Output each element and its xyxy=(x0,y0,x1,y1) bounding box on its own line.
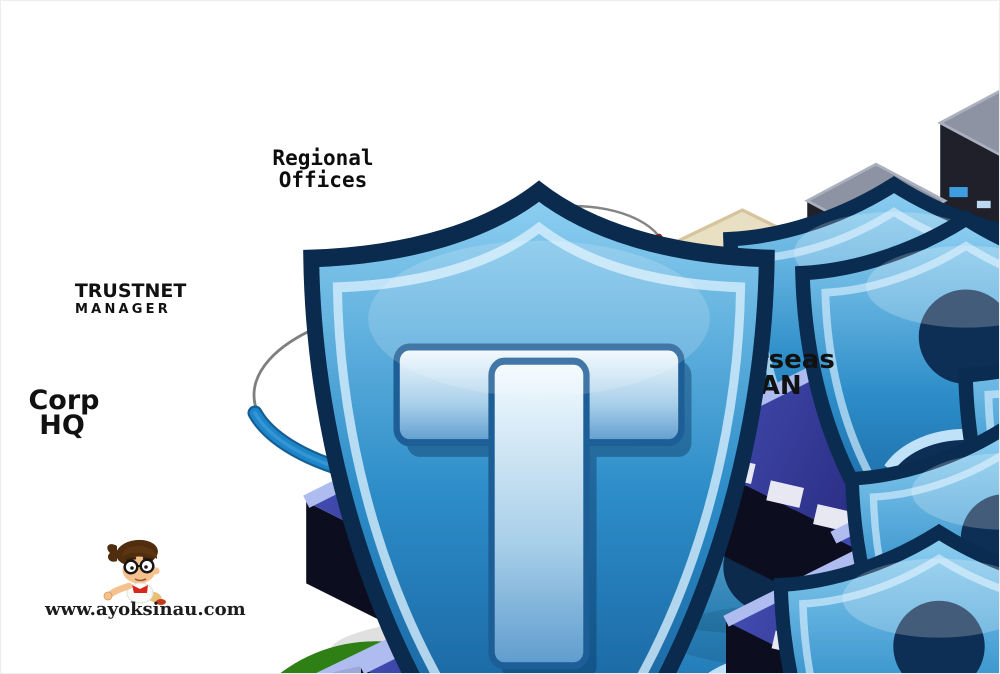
corp-hq-label-line2: HQ xyxy=(39,410,85,441)
mascot-arm xyxy=(105,582,133,599)
mascot-shoe xyxy=(156,599,166,605)
regional-offices-label-line2: Offices xyxy=(279,168,368,192)
mascot-vest xyxy=(132,585,148,593)
mascot-hair-front xyxy=(122,546,158,559)
watermark-url: www.ayoksinau.com xyxy=(44,599,246,620)
mascot-eye-left xyxy=(130,566,134,570)
mascot-smile xyxy=(134,578,147,582)
mascot-character xyxy=(103,539,166,605)
mascot-hand xyxy=(103,591,113,601)
corp-hq-label-line1: Corp xyxy=(28,385,99,416)
mascot-ear xyxy=(152,567,160,575)
regional-offices-label-line1: Regional xyxy=(272,146,373,170)
logo-manager-text: MANAGER xyxy=(75,302,171,317)
trustnet-logo: TRUST NET MANAGER xyxy=(75,191,767,674)
logo-trust-text: TRUST xyxy=(75,280,145,302)
logo-net-text: NET xyxy=(145,280,187,302)
mascot-eye-right xyxy=(144,565,148,569)
mascot-hair-quiff xyxy=(107,544,117,562)
trustnet-shield-logo-icon xyxy=(311,191,767,674)
